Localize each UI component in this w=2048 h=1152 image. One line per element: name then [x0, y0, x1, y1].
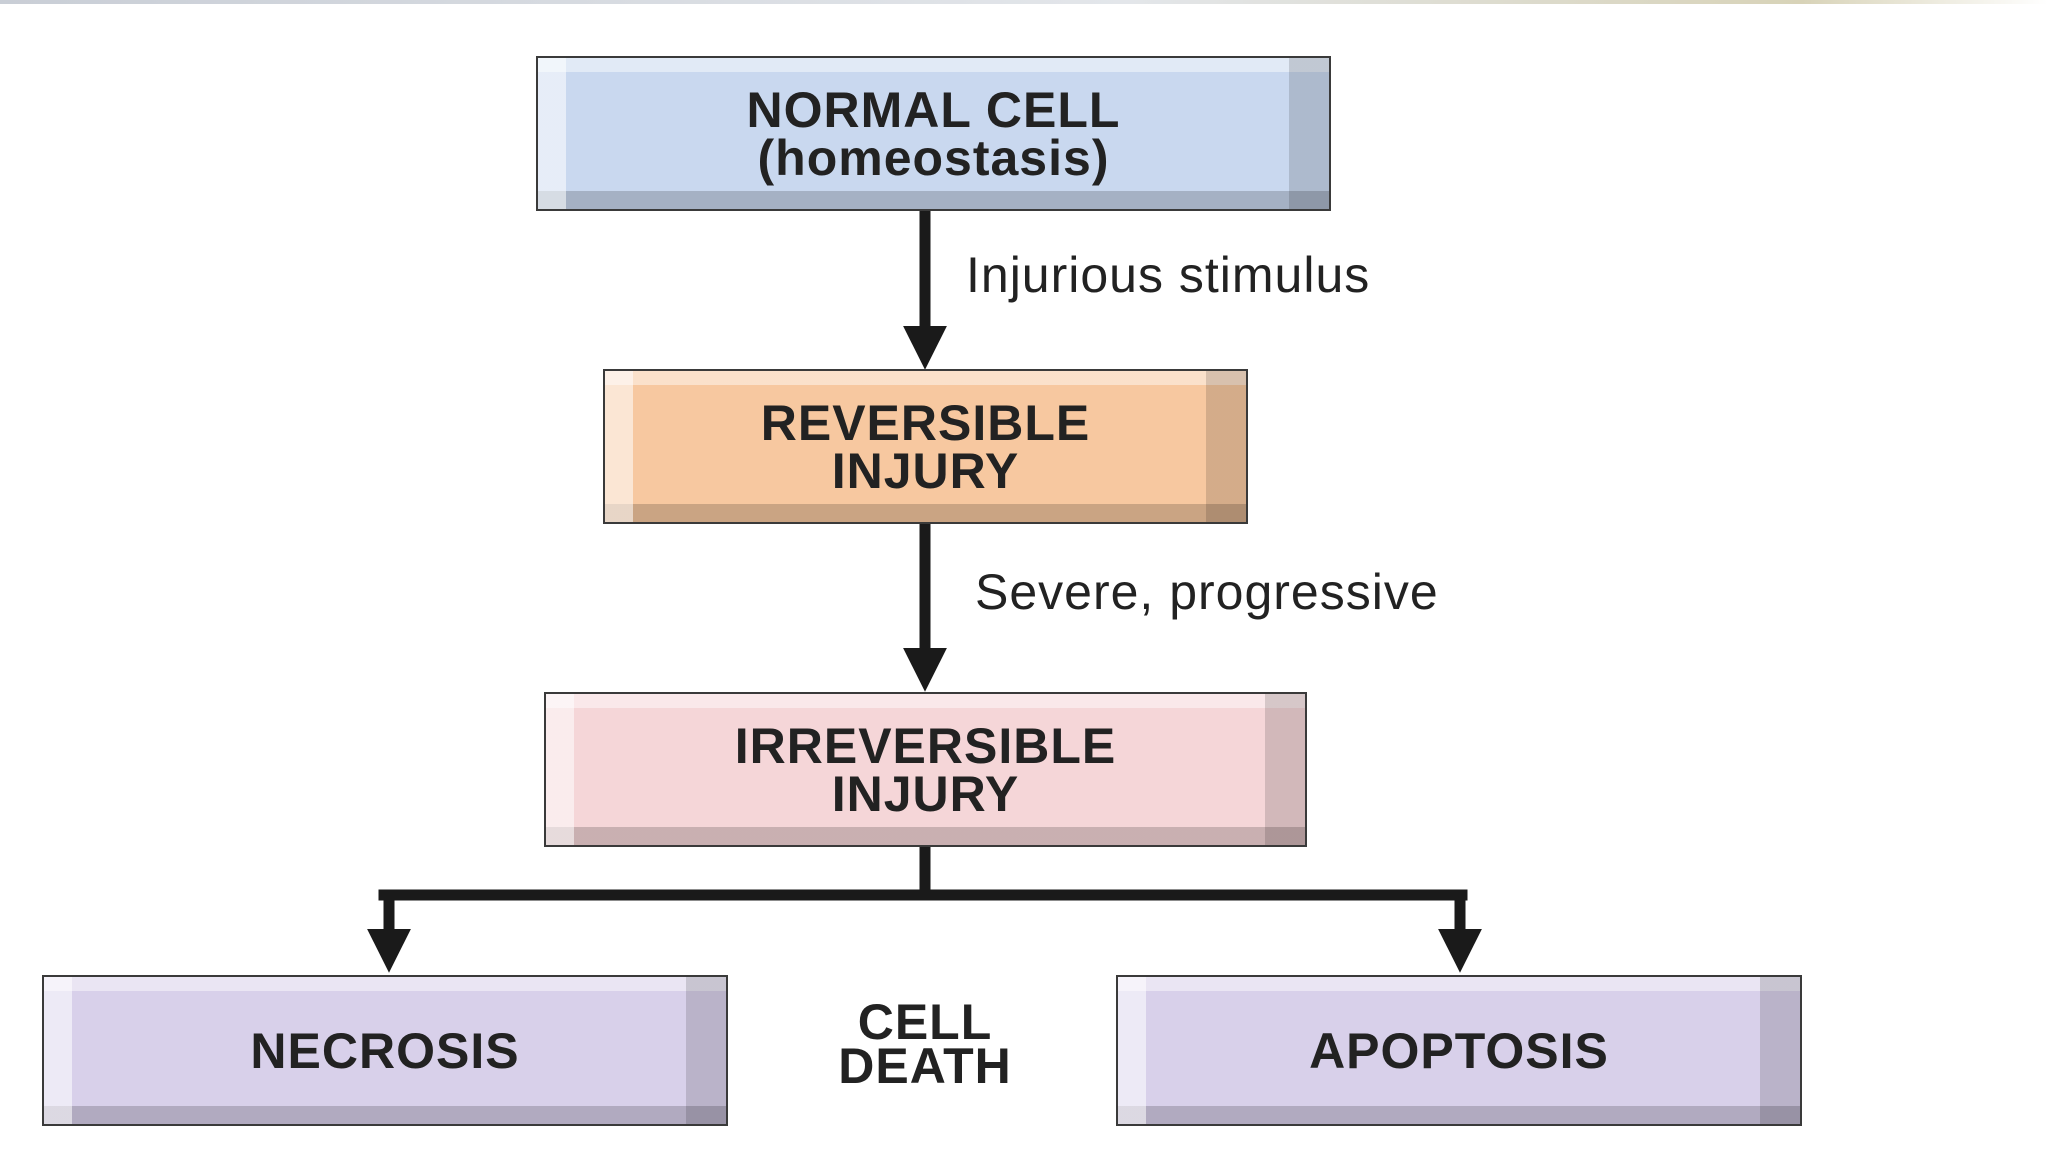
node-necrosis: NECROSIS — [42, 975, 728, 1126]
node-irreversible-injury-text: IRREVERSIBLE INJURY — [734, 717, 1117, 822]
node-normal-cell: NORMAL CELL (homeostasis) — [536, 56, 1331, 211]
group-label-cell-death: CELL DEATH — [838, 994, 1012, 1094]
edge-label-severe-progressive: Severe, progressive — [975, 564, 1439, 620]
node-reversible-injury-text: REVERSIBLE INJURY — [760, 394, 1091, 499]
node-apoptosis-text: APOPTOSIS — [1309, 1022, 1609, 1079]
node-reversible-injury: REVERSIBLE INJURY — [603, 369, 1248, 524]
node-apoptosis: APOPTOSIS — [1116, 975, 1802, 1126]
top-border-strip — [0, 0, 2048, 4]
node-irreversible-injury: IRREVERSIBLE INJURY — [544, 692, 1307, 847]
node-necrosis-text: NECROSIS — [250, 1022, 520, 1079]
edge-label-injurious-stimulus: Injurious stimulus — [966, 247, 1371, 303]
node-normal-cell-text: NORMAL CELL (homeostasis) — [746, 81, 1121, 186]
